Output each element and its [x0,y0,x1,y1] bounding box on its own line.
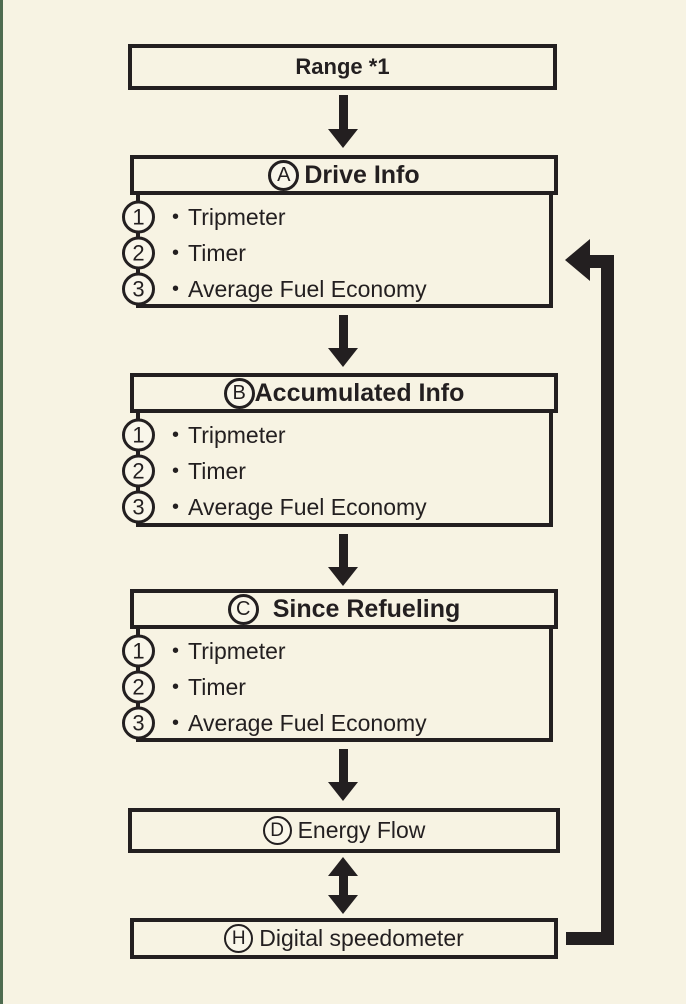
item-bullet: • [172,639,180,662]
section-header-accumulated-info: B Accumulated Info [130,373,558,413]
down-arrow-icon [328,95,358,148]
item-number-badge: 2 [122,670,155,704]
double-arrow-icon [328,857,358,914]
letter-badge-c: C [227,593,259,625]
item-number-badge: 3 [122,706,155,740]
item-bullet: • [172,459,180,482]
item-label: Tripmeter [188,203,286,230]
arrow-shaft [338,315,348,348]
item-label: Tripmeter [188,637,286,664]
item-bullet: • [172,423,180,446]
arrow-shaft [338,534,348,567]
item-number-badge: 2 [122,236,155,270]
item-number-badge: 3 [122,272,155,306]
energy-flow-label: Energy Flow [297,817,426,843]
item-bullet: • [172,711,180,734]
arrow-shaft [338,876,348,895]
item-number-badge: 2 [122,454,155,488]
item-bullet: • [172,241,180,264]
digital-speedometer-label: Digital speedometer [259,925,464,951]
down-arrow-icon [328,534,358,586]
list-item: 2 • Timer [122,453,549,489]
list-item: 2 • Timer [122,669,549,705]
section-body-drive-info: 1 • Tripmeter 2 • Timer 3 • Average Fuel… [122,195,553,308]
section-header-drive-info: A Drive Info [130,155,558,195]
list-item: 3 • Average Fuel Economy [122,271,549,307]
item-label: Timer [188,239,246,266]
list-item: 3 • Average Fuel Economy [122,489,549,525]
list-item: 1 • Tripmeter [122,417,549,453]
item-number-badge: 1 [122,200,155,234]
arrow-shaft [338,95,348,129]
item-label: Timer [188,673,246,700]
list-item: 3 • Average Fuel Economy [122,705,549,741]
left-accent-stripe [0,0,3,1004]
item-number-badge: 1 [122,634,155,668]
letter-badge-h: H [224,924,254,953]
range-box: Range *1 [128,44,557,90]
arrow-head [328,348,358,367]
item-label: Average Fuel Economy [188,493,427,520]
section-body-since-refueling: 1 • Tripmeter 2 • Timer 3 • Average Fuel… [122,629,553,742]
return-arrow-vertical [601,255,614,945]
section-title: Drive Info [304,160,420,189]
item-bullet: • [172,277,180,300]
digital-speedometer-box: H Digital speedometer [130,918,558,959]
letter-badge-b: B [223,377,255,409]
section-title: Since Refueling [272,594,461,623]
range-label: Range *1 [295,54,390,79]
list-item: 1 • Tripmeter [122,199,549,235]
return-arrow-bottom-segment [566,932,614,945]
section-header-since-refueling: C Since Refueling [130,589,558,629]
item-bullet: • [172,675,180,698]
arrow-head [328,129,358,148]
item-bullet: • [172,205,180,228]
item-label: Timer [188,457,246,484]
down-arrow-icon [328,315,358,367]
return-arrow-head [565,239,590,281]
list-item: 1 • Tripmeter [122,633,549,669]
arrow-shaft [338,749,348,782]
section-title: Accumulated Info [254,378,465,407]
letter-badge-d: D [262,816,292,845]
item-bullet: • [172,495,180,518]
list-item: 2 • Timer [122,235,549,271]
item-number-badge: 1 [122,418,155,452]
arrow-head-down [328,895,358,914]
item-label: Tripmeter [188,421,286,448]
item-number-badge: 3 [122,490,155,524]
return-arrow-top-segment [589,255,614,268]
item-label: Average Fuel Economy [188,709,427,736]
section-body-accumulated-info: 1 • Tripmeter 2 • Timer 3 • Average Fuel… [122,413,553,527]
arrow-head [328,782,358,801]
arrow-head-up [328,857,358,876]
arrow-head [328,567,358,586]
letter-badge-a: A [268,159,300,191]
down-arrow-icon [328,749,358,801]
energy-flow-box: D Energy Flow [128,808,560,853]
item-label: Average Fuel Economy [188,275,427,302]
